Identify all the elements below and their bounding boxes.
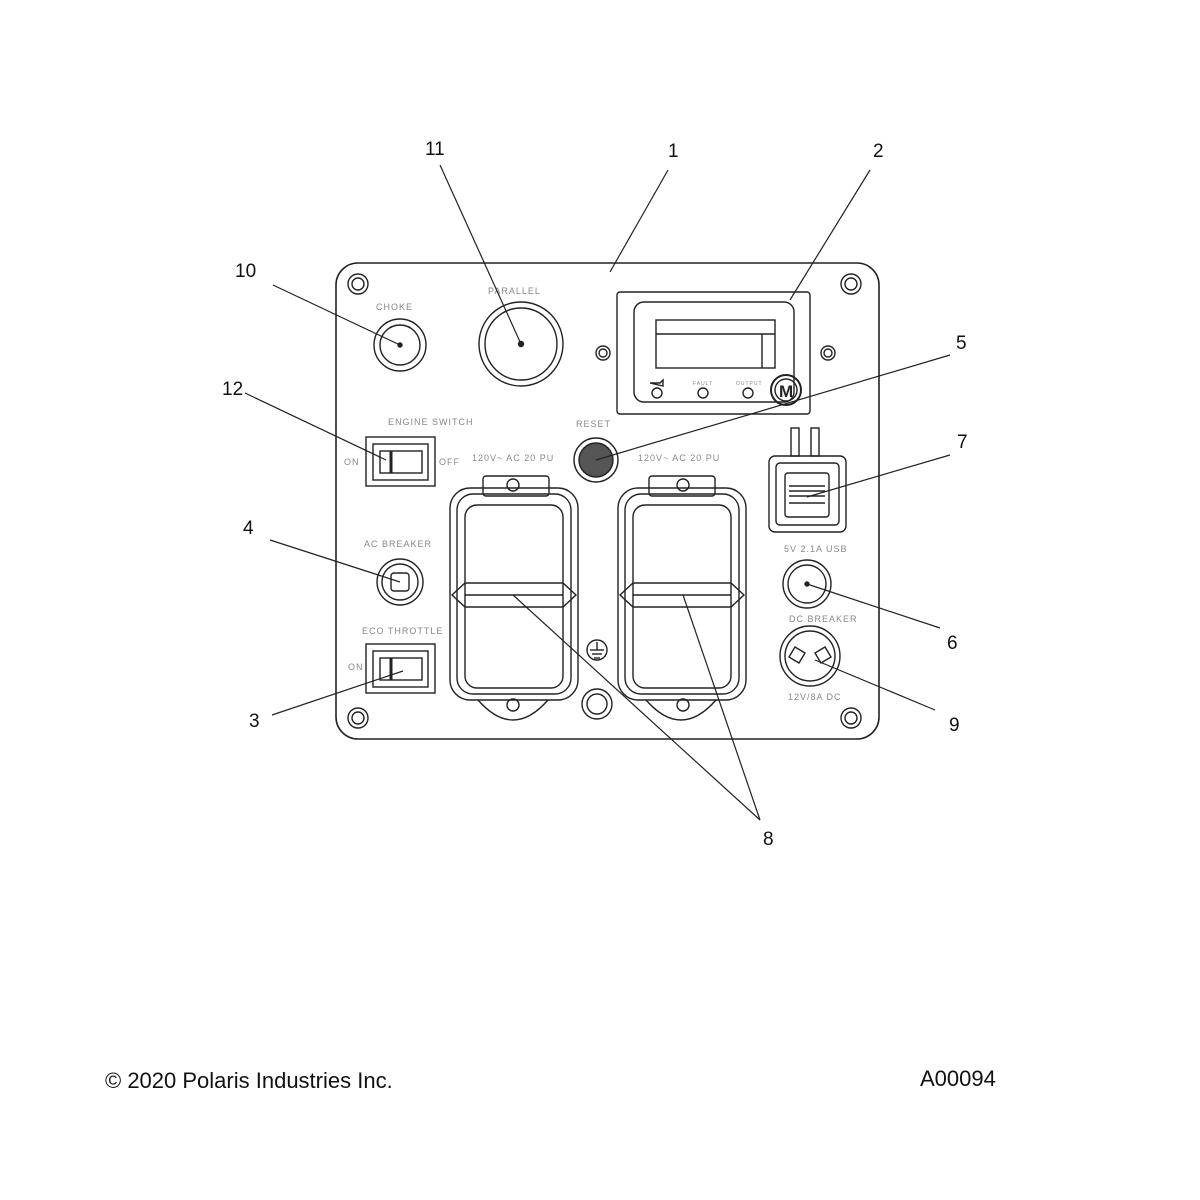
engine-off-label: OFF [439,457,460,467]
ac-outlet-right [617,475,747,721]
parallel-port: PARALLEL [478,286,564,387]
copyright-notice: © 2020 Polaris Industries Inc. [105,1068,393,1093]
callout-6: 6 [947,633,958,654]
callout-5: 5 [956,333,967,354]
engine-on-label: ON [344,457,360,467]
mounting-holes [347,273,862,729]
callout-numbers: 1 2 3 4 5 6 7 8 9 10 11 12 [222,139,968,850]
callout-12: 12 [222,379,243,400]
ac-breaker-label: AC BREAKER [364,539,432,549]
eco-throttle-switch: ECO THROTTLE ON [348,626,443,694]
ac-outlet-left [449,475,579,721]
reset-button: RESET [573,419,619,483]
dc-outlet: 12V/8A DC [779,625,842,702]
eco-throttle-label: ECO THROTTLE [362,626,443,636]
dc-breaker: DC BREAKER [782,559,858,624]
choke-label: CHOKE [376,302,413,312]
choke-knob: CHOKE [373,302,427,372]
fault-label: FAULT [693,381,713,387]
callout-10: 10 [235,261,256,282]
callout-9: 9 [949,715,960,736]
ac-breaker: AC BREAKER [364,539,432,606]
callout-7: 7 [957,432,968,453]
output-label: OUTPUT [736,381,763,387]
control-panel-plate [335,262,880,740]
callout-8: 8 [763,829,774,850]
eco-on-label: ON [348,662,364,672]
callout-1: 1 [668,141,679,162]
ground-terminal [581,639,613,720]
callout-2: 2 [873,141,884,162]
mode-button-icon: M [779,382,793,401]
callout-11: 11 [425,139,445,160]
dc-breaker-label: DC BREAKER [789,614,858,624]
document-id: A00094 [920,1066,996,1091]
leader-lines [244,164,951,821]
callout-3: 3 [249,711,260,732]
callout-4: 4 [243,518,254,539]
outlet-right-label: 120V~ AC 20 PU [638,453,720,463]
digital-display: FAULT OUTPUT M [616,291,811,415]
usb-label: 5V 2.1A USB [784,544,848,554]
engine-switch-label: ENGINE SWITCH [388,417,474,427]
dc-outlet-label: 12V/8A DC [788,692,842,702]
oil-can-icon [649,378,664,387]
reset-label: RESET [576,419,611,429]
outlet-left-label: 120V~ AC 20 PU [472,453,554,463]
usb-port: 5V 2.1A USB [768,427,848,554]
parallel-label: PARALLEL [488,286,541,296]
engine-switch: ENGINE SWITCH ON OFF [344,417,474,487]
